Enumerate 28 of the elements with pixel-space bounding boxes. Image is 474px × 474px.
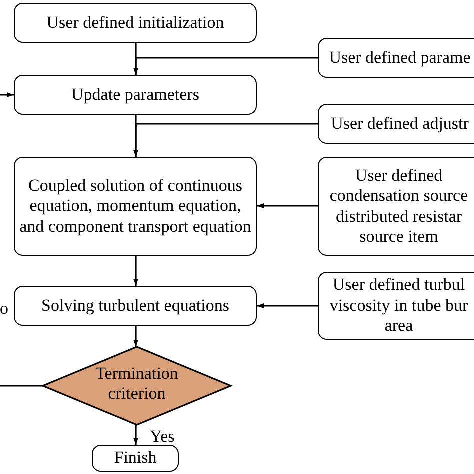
- node-text: Update parameters: [72, 84, 200, 106]
- node-text: User defined turbul viscosity in tube bur area: [328, 275, 470, 337]
- input-box: [318, 38, 474, 78]
- arrow: [0, 92, 43, 387]
- node-text: Coupled solution of continuous equation, momentum equation, and component transport equation: [18, 176, 252, 238]
- arrow: [134, 256, 138, 286]
- node-text: User defined initialization: [46, 12, 224, 34]
- arrow: [134, 123, 318, 157]
- input-box: [318, 272, 474, 340]
- process-box: [14, 157, 257, 256]
- node-text: User defined parame: [328, 48, 472, 68]
- node-text: Termination criterion: [94, 364, 180, 404]
- node-text: Solving turbulent equations: [42, 296, 230, 316]
- input-box: [318, 157, 474, 256]
- node-text: User defined adjustr: [330, 114, 470, 134]
- node-text: Finish: [114, 448, 157, 469]
- arrow: [134, 425, 138, 445]
- edge-label: Yes: [150, 428, 175, 445]
- process-box: [92, 445, 179, 472]
- arrow: [134, 326, 138, 347]
- input-box: [318, 104, 474, 144]
- arrow: [257, 304, 318, 308]
- process-box: [14, 75, 257, 115]
- process-box: [14, 3, 257, 43]
- node-text: User defined condensation source distributed resistar source item: [328, 166, 470, 248]
- process-box: [14, 286, 257, 326]
- arrow: [257, 204, 318, 208]
- arrow: [134, 57, 318, 75]
